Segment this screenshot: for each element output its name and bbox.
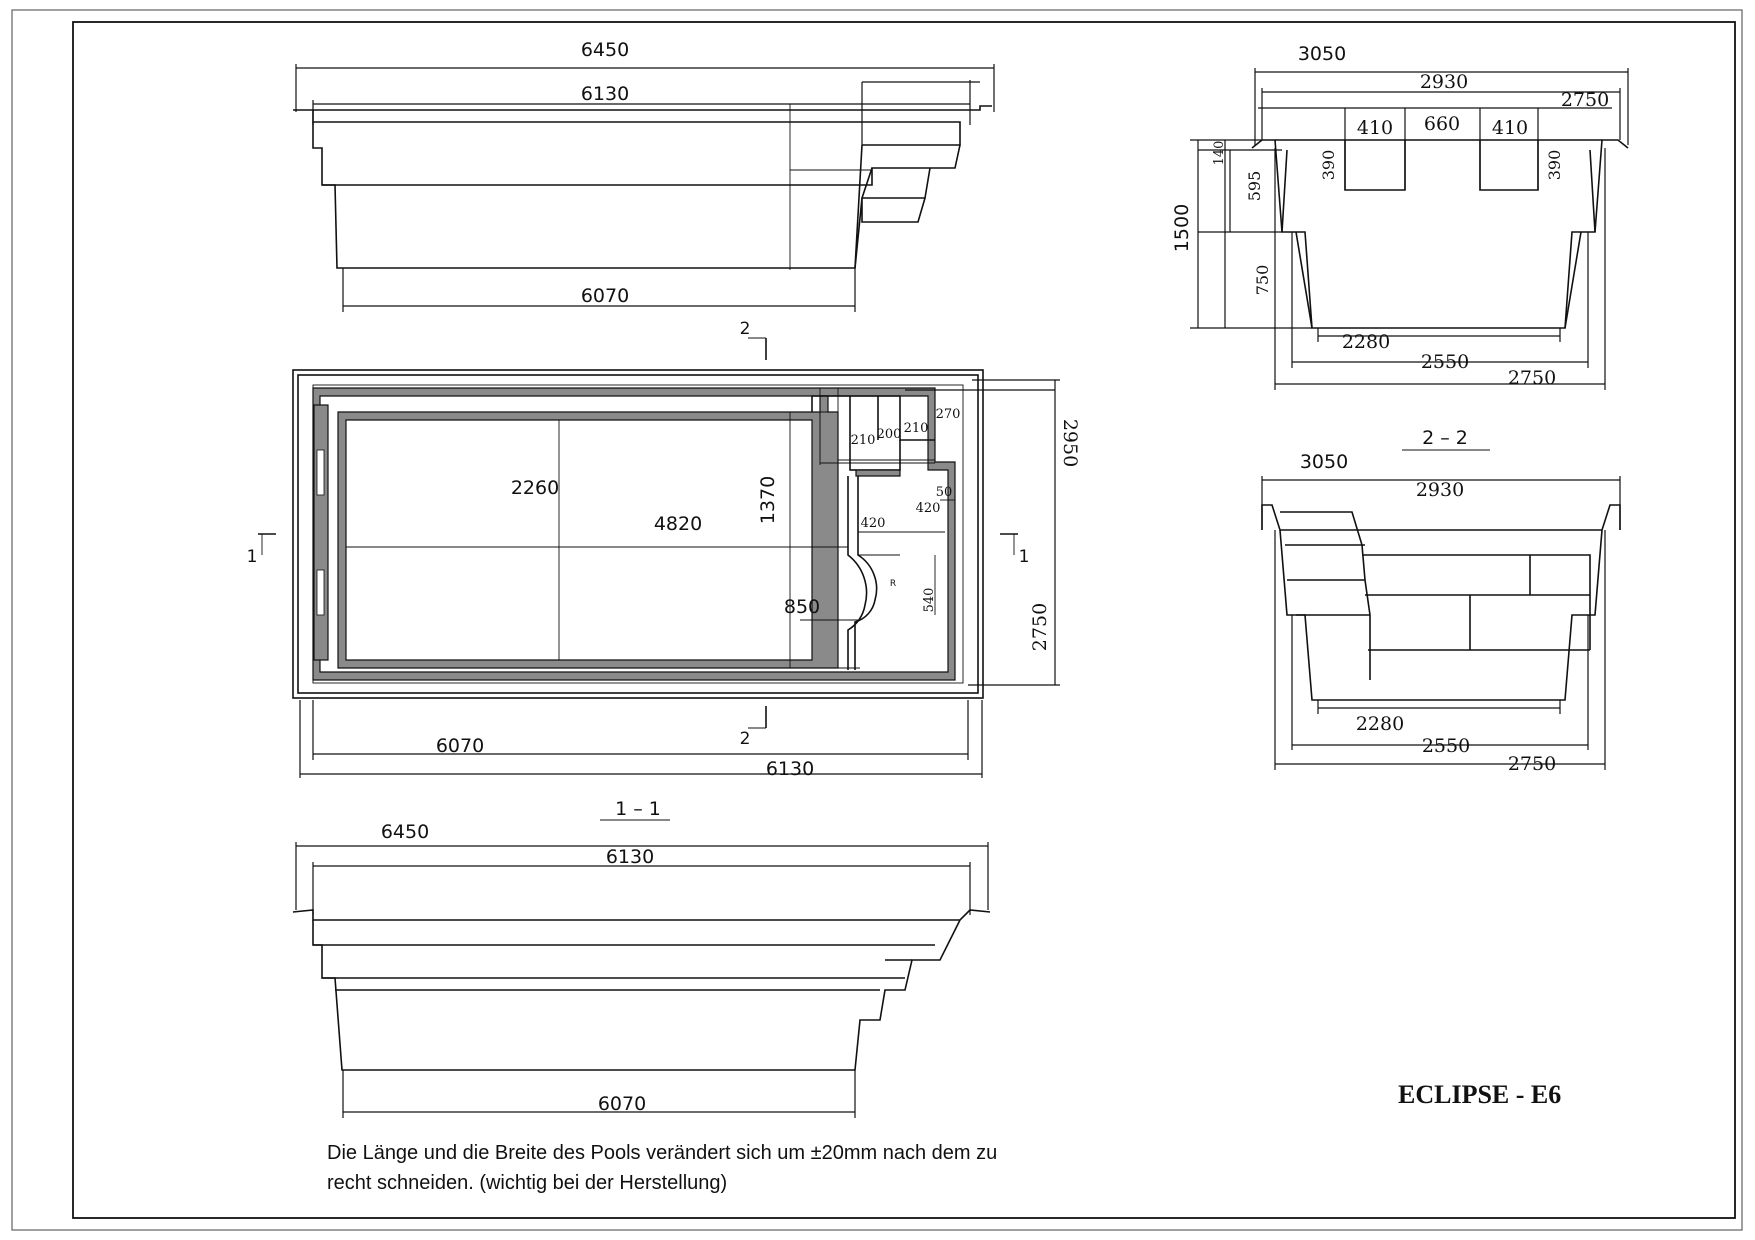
dim-6130: 6130	[581, 83, 629, 105]
dim-2550-s22: 2550	[1422, 735, 1470, 757]
dim-2930-s22: 2930	[1416, 479, 1464, 501]
tolerance-note: Die Länge und die Breite des Pools verän…	[327, 1138, 1127, 1198]
dim-2280: 2280	[1342, 331, 1390, 353]
dim-2750-plan: 2750	[1029, 603, 1051, 651]
dim-540: 540	[922, 588, 937, 613]
tolerance-note-line-1: Die Länge und die Breite des Pools verän…	[327, 1142, 998, 1164]
dim-850: 850	[784, 596, 820, 618]
dim-2750-s22: 2750	[1508, 753, 1556, 775]
dim-390b: 390	[1545, 150, 1564, 181]
dim-6450-s11: 6450	[381, 821, 429, 843]
dim-2280-s22: 2280	[1356, 713, 1404, 735]
dim-210a: 210	[851, 433, 876, 448]
dim-390a: 390	[1319, 150, 1338, 181]
cut-1-left: 1	[247, 547, 258, 567]
dim-2550: 2550	[1421, 351, 1469, 373]
top-elevation-view: 6450 6130 6070	[293, 39, 995, 312]
dim-3050: 3050	[1298, 43, 1346, 65]
tolerance-note-line-2: recht schneiden. (wichtig bei der Herste…	[327, 1172, 728, 1194]
dim-4820: 4820	[654, 513, 702, 535]
cut-2-top: 2	[740, 319, 751, 339]
dim-200: 200	[877, 427, 902, 442]
outer-frame	[11, 9, 1743, 1231]
dim-2260: 2260	[511, 477, 559, 499]
dim-410a: 410	[1357, 117, 1393, 139]
dim-750: 750	[1253, 265, 1272, 296]
dim-2930: 2930	[1420, 71, 1468, 93]
dim-420b: 420	[916, 501, 941, 516]
plan-view: 2 2 1 1	[247, 319, 1081, 780]
dim-6070: 6070	[581, 285, 629, 307]
drawing-title: ECLIPSE - E6	[1398, 1080, 1562, 1109]
dim-2750-top: 2750	[1561, 89, 1609, 111]
dim-140: 140	[1212, 141, 1227, 166]
dim-420a: 420	[861, 516, 886, 531]
cut-1-right: 1	[1019, 547, 1030, 567]
dim-410b: 410	[1492, 117, 1528, 139]
section-1-1-view: 1 – 1 6450 6130 6070	[292, 798, 991, 1118]
section-2-2-view: 2 – 2 3050 2930 2280 2550 2750	[1261, 427, 1621, 775]
dim-radius: R	[890, 579, 896, 589]
dim-270: 270	[936, 407, 961, 422]
dim-2750: 2750	[1508, 367, 1556, 389]
dim-660: 660	[1424, 113, 1460, 135]
dim-3050-s22: 3050	[1300, 451, 1348, 473]
section-2-2-label: 2 – 2	[1422, 427, 1468, 449]
dim-6450: 6450	[581, 39, 629, 61]
dim-1370: 1370	[757, 476, 779, 524]
inner-frame	[72, 21, 1736, 1219]
dim-2950: 2950	[1059, 419, 1081, 467]
dim-1500: 1500	[1171, 204, 1193, 252]
end-elevation-view: 3050 2930 2750 410 660 410 390 390 140 5…	[1171, 43, 1629, 390]
cut-2-bottom: 2	[740, 729, 751, 749]
dim-50: 50	[936, 485, 953, 500]
dim-6070-plan: 6070	[436, 735, 484, 757]
dim-210b: 210	[904, 421, 929, 436]
section-1-1-label: 1 – 1	[615, 798, 661, 820]
dim-6070-s11: 6070	[598, 1093, 646, 1115]
dim-595: 595	[1245, 171, 1264, 202]
dim-6130-s11: 6130	[606, 846, 654, 868]
dim-6130-plan: 6130	[766, 758, 814, 780]
